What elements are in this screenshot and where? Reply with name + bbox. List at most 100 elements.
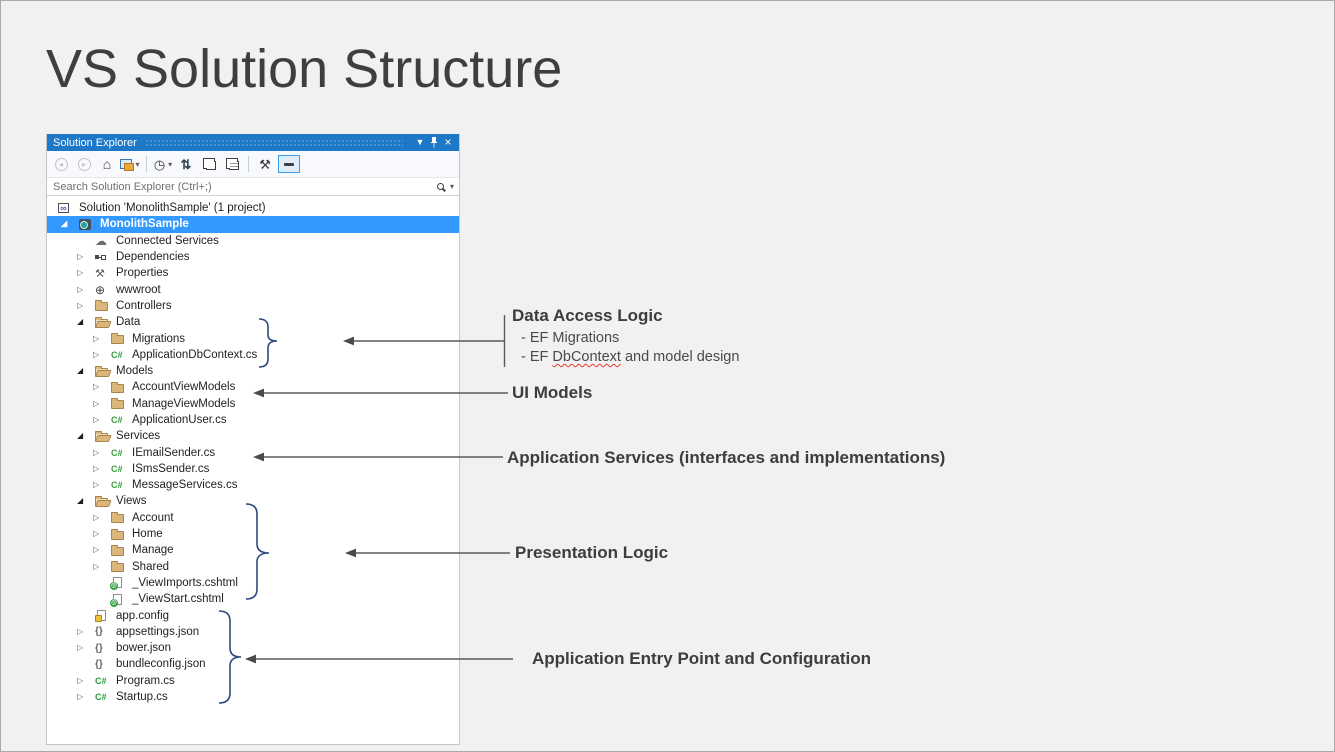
- tree-item-label: Dependencies: [116, 251, 190, 264]
- csharp-icon: C#: [95, 675, 107, 686]
- sync-with-active-document-button[interactable]: ⇅: [176, 154, 196, 174]
- config-icon: [95, 609, 111, 623]
- tree-item[interactable]: _ViewImports.cshtml: [47, 575, 459, 591]
- expander-icon[interactable]: ▷: [93, 349, 100, 359]
- collapse-all-button[interactable]: ▾: [120, 154, 140, 174]
- panel-toolbar: ◂ ▸ ⌂ ▾ ◷▾ ⇅ ⚒: [47, 151, 459, 177]
- expander-icon[interactable]: ▷: [93, 447, 100, 457]
- tree-item[interactable]: ▷ C# IEmailSender.cs: [47, 444, 459, 460]
- expander-icon[interactable]: ▷: [93, 415, 100, 424]
- tree-item[interactable]: ▷ C# Program.cs: [47, 673, 459, 689]
- tree-item[interactable]: ▷ C# Startup.cs: [47, 689, 459, 705]
- back-button[interactable]: ◂: [51, 154, 71, 174]
- expander-icon[interactable]: ▷: [93, 529, 100, 539]
- csharp-icon: C#: [111, 415, 123, 425]
- forward-button[interactable]: ▸: [74, 154, 94, 174]
- tree-item[interactable]: ▷ ⊕ wwwroot: [47, 281, 459, 297]
- expander-icon[interactable]: ◢: [77, 317, 84, 327]
- tree-item[interactable]: _ViewStart.cshtml: [47, 591, 459, 607]
- tree-item-label: ApplicationDbContext.cs: [132, 348, 258, 361]
- tree-item[interactable]: ∞ Solution 'MonolithSample' (1 project): [47, 200, 459, 216]
- preview-code-button[interactable]: [222, 154, 242, 174]
- tree-item[interactable]: ◢ Data: [47, 314, 459, 330]
- expander-icon[interactable]: ◢: [77, 431, 84, 441]
- tree-item[interactable]: ▷ C# ApplicationDbContext.cs: [47, 347, 459, 363]
- tree-item[interactable]: ▷ Migrations: [47, 330, 459, 346]
- folder-icon: [95, 299, 111, 313]
- tree-item[interactable]: ▷ Dependencies: [47, 249, 459, 265]
- expander-icon[interactable]: ▷: [77, 284, 84, 294]
- tree-item[interactable]: ◢ Views: [47, 493, 459, 509]
- expander-icon[interactable]: ▷: [93, 333, 100, 343]
- expander-icon[interactable]: ▷: [93, 561, 100, 571]
- annotation-entry-point: Application Entry Point and Configuratio…: [532, 649, 871, 669]
- project-icon: [79, 217, 95, 231]
- tree-item[interactable]: ◢ Models: [47, 363, 459, 379]
- tree-item[interactable]: ▷ ⚒ Properties: [47, 265, 459, 281]
- expander-icon[interactable]: ▷: [93, 463, 100, 473]
- tree-item[interactable]: app.config: [47, 607, 459, 623]
- expander-icon[interactable]: ▷: [77, 675, 84, 685]
- tree-item-label: _ViewImports.cshtml: [132, 576, 238, 589]
- expander-icon[interactable]: ▷: [93, 480, 100, 490]
- expander-icon[interactable]: ▷: [77, 300, 84, 310]
- tree-item[interactable]: ▷ Manage: [47, 542, 459, 558]
- tree-item-label: Properties: [116, 267, 169, 280]
- tree-item[interactable]: ▷ C# ApplicationUser.cs: [47, 412, 459, 428]
- folder-icon: [111, 397, 127, 411]
- tree-item-label: Startup.cs: [116, 691, 168, 704]
- expander-icon[interactable]: ▷: [77, 252, 84, 262]
- folder-icon: [111, 560, 127, 574]
- tree-item-label: Connected Services: [116, 234, 219, 247]
- expander-icon[interactable]: ▷: [93, 545, 100, 555]
- expander-icon[interactable]: ◢: [77, 366, 84, 376]
- expander-icon[interactable]: ▷: [77, 268, 84, 278]
- pin-icon[interactable]: [427, 134, 441, 151]
- csharp-icon: C#: [111, 447, 123, 458]
- tree-item[interactable]: ◢ MonolithSample: [47, 216, 459, 233]
- tree-item[interactable]: ▷ C# ISmsSender.cs: [47, 461, 459, 477]
- tree-item[interactable]: ▷ {} appsettings.json: [47, 624, 459, 640]
- tree-item-label: Services: [116, 430, 161, 443]
- tree-item[interactable]: ◢ Services: [47, 428, 459, 444]
- tree-item[interactable]: ▷ {} bower.json: [47, 640, 459, 656]
- tree-item[interactable]: {} bundleconfig.json: [47, 656, 459, 672]
- tree-item-label: Solution 'MonolithSample' (1 project): [79, 202, 266, 215]
- tree-item[interactable]: ▷ Controllers: [47, 298, 459, 314]
- home-button[interactable]: ⌂: [97, 154, 117, 174]
- tree-item[interactable]: ▷ Account: [47, 510, 459, 526]
- folder-icon: [111, 380, 127, 394]
- preview-selected-items-toggle[interactable]: [278, 155, 300, 173]
- new-window-button[interactable]: [199, 154, 219, 174]
- search-options-chevron-icon[interactable]: ▾: [449, 182, 454, 191]
- tree-item-label: Shared: [132, 560, 170, 573]
- window-position-dropdown-icon[interactable]: ▼: [415, 137, 425, 147]
- annotation-heading: Application Entry Point and Configuratio…: [532, 649, 872, 668]
- expander-icon[interactable]: ▷: [93, 382, 100, 392]
- search-input[interactable]: [53, 180, 437, 193]
- expander-icon[interactable]: ◢: [61, 219, 68, 229]
- search-icon[interactable]: [436, 183, 444, 190]
- expander-icon[interactable]: ▷: [77, 643, 84, 653]
- tree-item-label: IEmailSender.cs: [132, 446, 216, 459]
- tree-item[interactable]: ▷ Shared: [47, 559, 459, 575]
- toolbar-separator: [146, 156, 147, 172]
- tree-item[interactable]: ▷ C# MessageServices.cs: [47, 477, 459, 493]
- tree-item[interactable]: ▷ Home: [47, 526, 459, 542]
- home-icon: ⌂: [102, 156, 112, 172]
- panel-titlebar[interactable]: Solution Explorer ▼ ×: [47, 134, 459, 151]
- tree-item-label: wwwroot: [116, 283, 161, 296]
- tree-item[interactable]: ☁ Connected Services: [47, 233, 459, 249]
- folder-icon: [111, 511, 127, 525]
- pending-changes-filter-button[interactable]: ◷▾: [153, 154, 173, 174]
- properties-button[interactable]: ⚒: [255, 154, 275, 174]
- expander-icon[interactable]: ▷: [93, 512, 100, 522]
- expander-icon[interactable]: ▷: [77, 692, 84, 702]
- annotation-heading: UI Models: [512, 383, 593, 402]
- close-icon[interactable]: ×: [444, 135, 452, 149]
- expander-icon[interactable]: ▷: [77, 626, 84, 636]
- expander-icon[interactable]: ◢: [77, 496, 84, 506]
- expander-icon[interactable]: ▷: [93, 398, 100, 408]
- tree-item[interactable]: ▷ AccountViewModels: [47, 379, 459, 395]
- tree-item[interactable]: ▷ ManageViewModels: [47, 396, 459, 412]
